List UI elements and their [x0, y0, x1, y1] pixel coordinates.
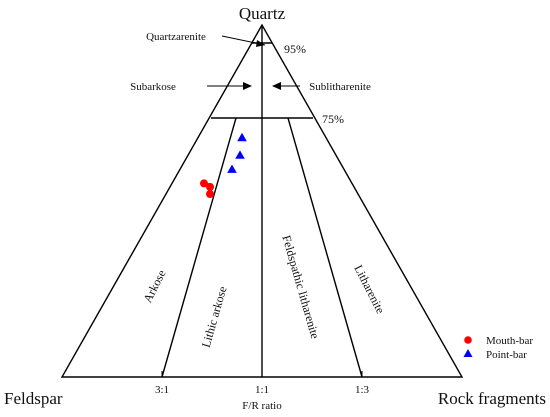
apex-rock-fragments-label: Rock fragments [438, 389, 546, 408]
mouth-bar-point-2 [206, 182, 214, 191]
point-bar-point-2 [235, 150, 245, 159]
subarkose-arrowhead [243, 82, 252, 90]
line-ratio-1-3 [287, 117, 363, 378]
field-litharenite-label: Litharenite [351, 263, 387, 316]
point-bar-point-3 [227, 164, 237, 173]
data-points [200, 132, 247, 198]
legend-mouth-bar-label: Mouth-bar [486, 335, 533, 347]
apex-quartz-label: Quartz [239, 4, 286, 23]
field-sublitharenite-label: Sublitharenite [309, 81, 371, 93]
ratio-tick-1-3-label: 1:3 [355, 384, 370, 396]
legend-point-bar-label: Point-bar [486, 349, 527, 361]
field-quartzarenite-label: Quartzarenite [146, 31, 206, 43]
apex-feldspar-label: Feldspar [4, 389, 63, 408]
mouth-bar-point-1 [200, 179, 208, 188]
quartzarenite-arrowhead [256, 40, 265, 47]
threshold-95-label: 95% [284, 42, 306, 56]
sublitharenite-arrowhead [272, 82, 281, 90]
point-bar-point-1 [237, 132, 247, 142]
ratio-tick-3-1-label: 3:1 [155, 384, 169, 396]
legend: Mouth-bar Point-bar [463, 335, 533, 361]
field-feldspathic-litharenite-label: Feldspathic litharenite [279, 234, 322, 341]
field-lithic-arkose-label: Lithic arkose [199, 285, 230, 349]
ratio-axis-label: F/R ratio [242, 400, 282, 412]
legend-point-bar-marker [463, 349, 473, 357]
threshold-75-label: 75% [322, 112, 344, 126]
field-arkose-label: Arkose [140, 268, 168, 305]
line-ratio-3-1 [161, 117, 237, 378]
mouth-bar-point-3 [206, 190, 214, 198]
field-subarkose-label: Subarkose [130, 81, 176, 93]
ratio-tick-1-1-label: 1:1 [255, 384, 269, 396]
legend-mouth-bar-marker [464, 336, 472, 344]
